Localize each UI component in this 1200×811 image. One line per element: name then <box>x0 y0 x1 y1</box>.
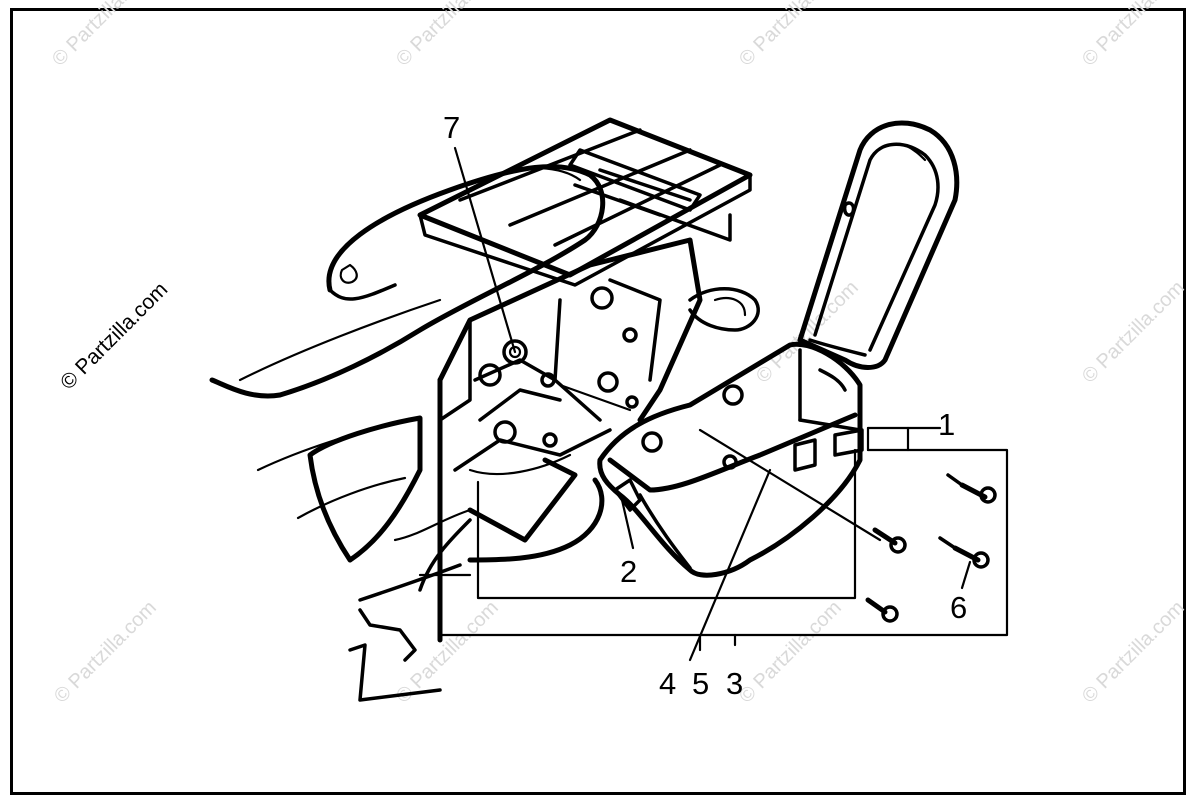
callout-3: 3 <box>726 666 744 701</box>
diagram-frame <box>10 8 1186 795</box>
saddlebag-lid <box>797 120 960 370</box>
rear-fender <box>348 287 760 702</box>
carrier-rack <box>417 117 753 287</box>
callout-1: 1 <box>938 407 956 442</box>
callout-lines <box>438 146 1009 662</box>
saddlebag-case <box>597 341 864 578</box>
seat <box>209 164 606 399</box>
screws <box>865 473 997 623</box>
side-cover <box>256 415 423 563</box>
bracket-bolts <box>478 286 639 448</box>
callout-2: 2 <box>620 554 638 589</box>
callout-7: 7 <box>443 110 461 145</box>
callout-6: 6 <box>950 590 968 625</box>
callout-5: 5 <box>692 666 710 701</box>
callout-4: 4 <box>659 666 677 701</box>
